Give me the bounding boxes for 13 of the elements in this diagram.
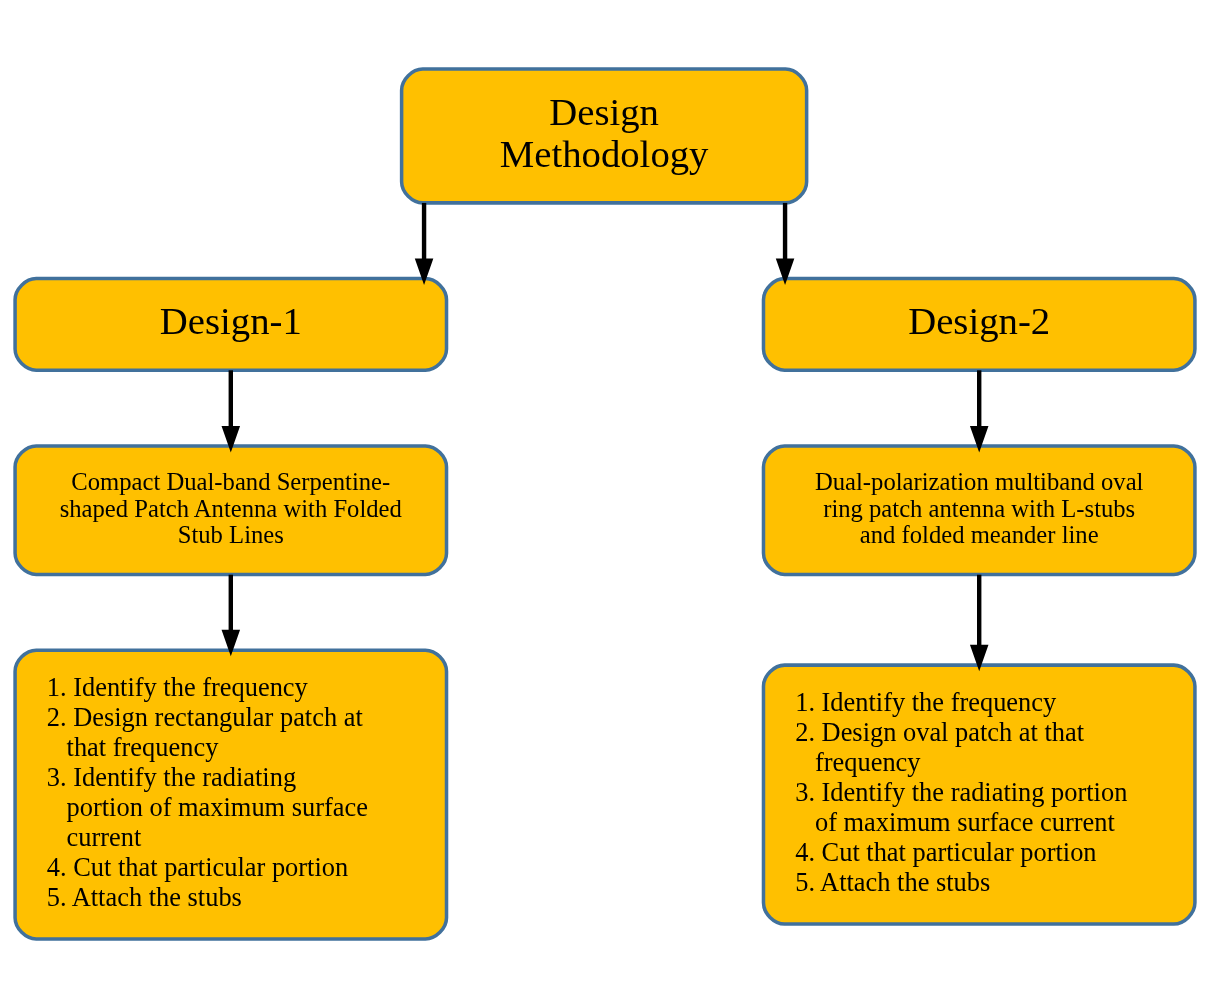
arrow [221,574,241,656]
arrow [414,202,434,285]
node-box: Compact Dual-band Serpentine-shaped Patch Antenna with Folded Stub Lines [13,443,449,576]
arrow [969,574,989,671]
arrow [775,202,795,285]
node-box: Design-2 [761,276,1197,372]
arrow [221,369,241,452]
node-box: 1. Identify the frequency 2. Design oval patch at that frequency 3. Identify the radiating portion of maximum surface current 4. Cut that particular portion 5. Attach the stubs [761,662,1197,926]
arrow [969,369,989,452]
node-box: Design-1 [13,276,449,372]
node-box: Design Methodology [399,66,809,205]
node-box: 1. Identify the frequency 2. Design rectangular patch at that frequency 3. Identify the radiating portion of maximum surface current 4. Cut that particular portion 5. Attach the stubs [13,647,449,941]
node-box: Dual-polarization multiband oval ring patch antenna with L-stubs and folded meander line [761,443,1197,576]
